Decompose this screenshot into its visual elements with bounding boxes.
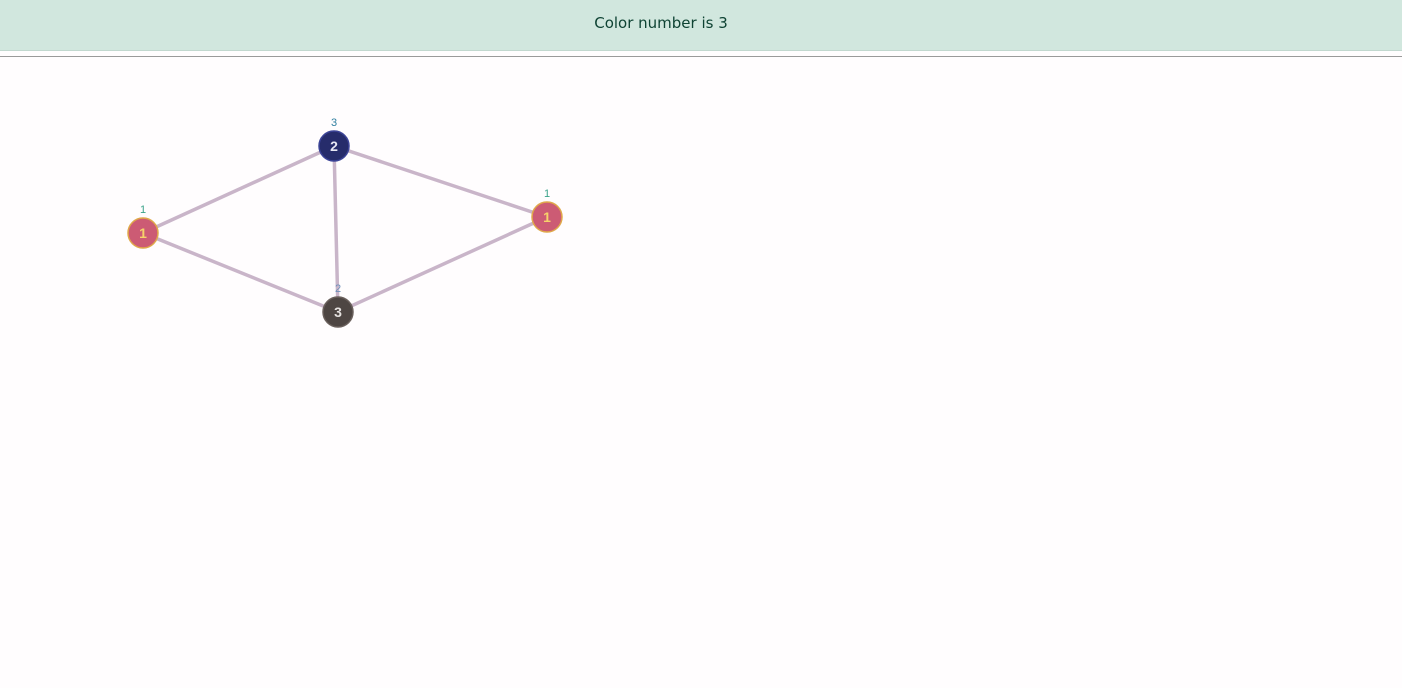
node-circle[interactable] [322, 296, 354, 328]
graph-node[interactable]: 32 [322, 283, 354, 328]
node-color-number: 1 [140, 204, 146, 216]
node-label: 2 [330, 138, 338, 154]
graph-edge-b-c [333, 144, 548, 219]
graph-edge-a-d [142, 231, 339, 314]
graph-edges [142, 144, 548, 314]
node-color-number: 3 [331, 117, 337, 129]
graph-edge-a-b [142, 144, 335, 235]
node-color-number: 1 [544, 188, 550, 200]
color-number-text: Color number is 3 [594, 14, 728, 32]
node-circle[interactable] [531, 201, 563, 233]
node-label: 1 [139, 225, 147, 241]
node-circle[interactable] [127, 217, 159, 249]
node-circle[interactable] [318, 130, 350, 162]
graph-node[interactable]: 11 [531, 188, 563, 233]
graph-edge-b-d [332, 145, 340, 313]
node-color-number: 2 [335, 283, 341, 295]
status-banner: Color number is 3 [0, 0, 1402, 51]
header-divider [0, 56, 1402, 57]
graph-edge-c-d [337, 215, 548, 314]
graph-node[interactable]: 23 [318, 117, 350, 162]
node-label: 3 [334, 304, 342, 320]
graph-node[interactable]: 11 [127, 204, 159, 249]
node-label: 1 [543, 209, 551, 225]
